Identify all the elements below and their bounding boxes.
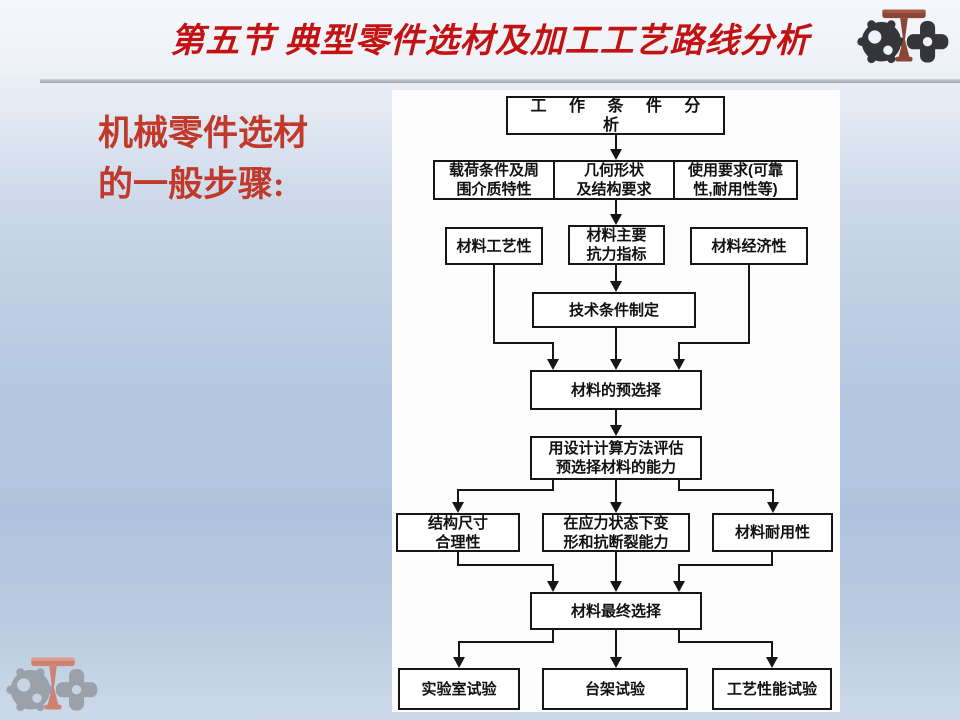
- node-lab-test: 实验室试验: [398, 668, 520, 710]
- gears-tbeam-logo-icon: [857, 9, 949, 64]
- node-tech-conditions: 技术条件制定: [532, 292, 696, 328]
- node-geometry-structure: 几何形状 及结构要求: [553, 160, 675, 200]
- node-usage-requirements: 使用要求(可靠 性,耐用性等): [673, 160, 798, 200]
- node-process-property: 材料工艺性: [445, 227, 543, 265]
- page-title: 第五节 典型零件选材及加工工艺路线分析: [170, 22, 810, 60]
- node-bench-test: 台架试验: [542, 668, 688, 710]
- node-structure-size: 结构尺寸 合理性: [396, 513, 520, 552]
- node-process-test: 工艺性能试验: [712, 668, 832, 710]
- node-load-conditions: 载荷条件及周 围介质特性: [433, 160, 555, 200]
- node-preselect: 材料的预选择: [530, 370, 702, 410]
- node-deform-resist: 在应力状态下变 形和抗断裂能力: [542, 513, 690, 552]
- node-final-select: 材料最终选择: [530, 592, 702, 630]
- node-work-analysis: 工 作 条 件 分 析: [506, 96, 725, 135]
- node-strength-index: 材料主要 抗力指标: [568, 225, 665, 265]
- section-heading: 机械零件选材 的一般步骤:: [98, 114, 309, 204]
- title-divider: [40, 79, 960, 84]
- node-evaluate: 用设计计算方法评估 预选择材料的能力: [530, 436, 702, 480]
- flowchart-panel: 工 作 条 件 分 析 载荷条件及周 围介质特性 几何形状 及结构要求 使用要求…: [392, 90, 840, 712]
- flowchart-connectors: [452, 135, 779, 668]
- node-economy: 材料经济性: [690, 227, 808, 265]
- gears-tbeam-logo-icon: [6, 657, 98, 712]
- node-durability: 材料耐用性: [712, 513, 833, 552]
